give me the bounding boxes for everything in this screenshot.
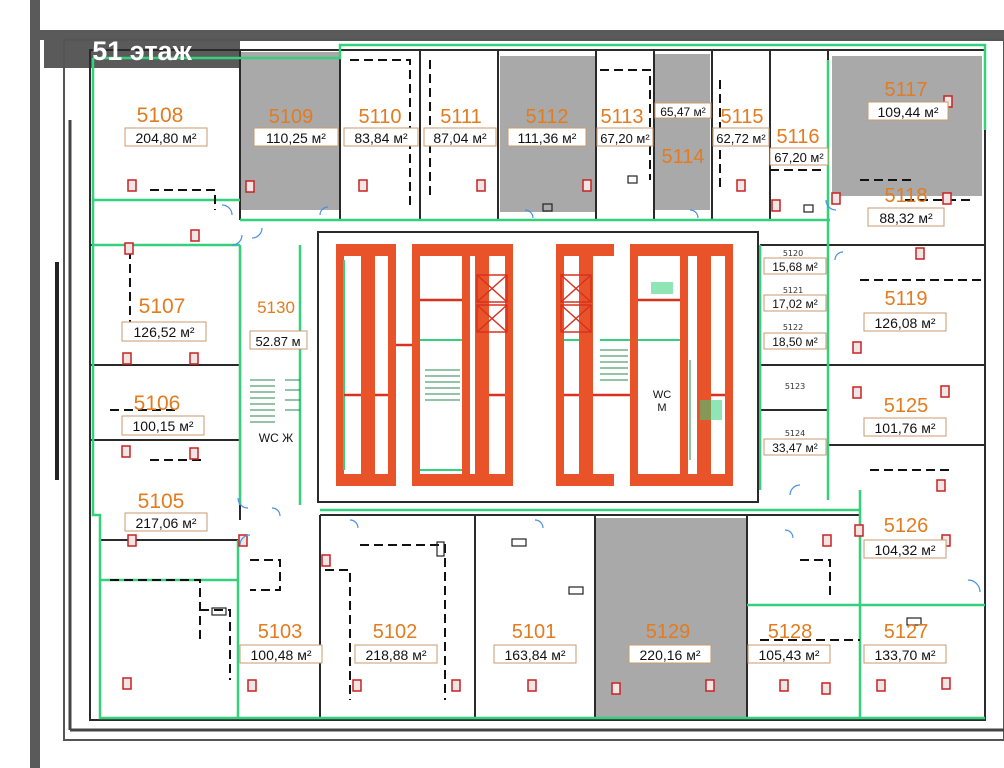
- unit-area: 18,50 м²: [772, 335, 818, 349]
- unit-number: 5111: [440, 106, 482, 128]
- unit-number: 5120: [783, 249, 803, 258]
- dashed-partitions: [110, 59, 985, 700]
- unit-number: 5119: [884, 288, 927, 310]
- unit-area: 104,32 м²: [875, 542, 936, 558]
- unit-number: 5122: [783, 323, 803, 332]
- unit-number: 5106: [134, 392, 181, 415]
- unit-area: 52.87 м: [255, 334, 300, 349]
- unit-area: 33,47 м²: [772, 441, 818, 455]
- unit-area: 62,72 м²: [716, 131, 766, 146]
- green-boundaries: [91, 43, 987, 720]
- unit-number: 5102: [373, 621, 418, 643]
- unit-area: 133,70 м²: [875, 647, 936, 663]
- unit-area: 217,06 м²: [136, 515, 197, 531]
- unit-area: 126,52 м²: [134, 324, 195, 340]
- unit-number: 5117: [884, 79, 927, 101]
- unit-area: 100,48 м²: [251, 647, 312, 663]
- unit-area: 67,20 м²: [774, 150, 824, 165]
- unit-area: 109,44 м²: [878, 104, 939, 120]
- wc-women-label: WC Ж: [259, 431, 293, 445]
- unit-number: 5115: [720, 106, 763, 128]
- unit-labels: 5108 204,80 м² 5109 110,25 м² 5110 83,84…: [121, 79, 949, 664]
- unit-number: 5114: [661, 146, 704, 168]
- unit-number: 5123: [785, 382, 805, 391]
- unit-number: 5109: [269, 106, 314, 128]
- wc-men-label: WC: [653, 389, 671, 401]
- unit-number: 5126: [884, 515, 929, 537]
- unit-number: 5113: [600, 106, 643, 128]
- unit-area: 17,02 м²: [772, 297, 818, 311]
- frame-top-bar: [40, 30, 1004, 40]
- unit-area: 220,16 м²: [640, 647, 701, 663]
- unit-number: 5105: [138, 490, 185, 513]
- unit-number: 5129: [646, 621, 691, 643]
- door-swings: [221, 199, 981, 593]
- wc-men-label-2: М: [657, 402, 666, 414]
- unit-area: 88,32 м²: [879, 210, 933, 226]
- floor-title: 51 этаж: [92, 36, 192, 66]
- unit-number: 5125: [884, 395, 929, 417]
- unit-number: 5128: [768, 621, 813, 643]
- unit-area: 110,25 м²: [266, 130, 326, 146]
- unit-area: 101,76 м²: [875, 420, 936, 436]
- unit-area: 204,80 м²: [136, 130, 197, 146]
- unit-area: 100,15 м²: [133, 418, 194, 434]
- unit-number: 5127: [884, 621, 929, 643]
- unit-number: 5112: [525, 106, 568, 128]
- unit-area: 67,20 м²: [600, 131, 650, 146]
- unit-area: 163,84 м²: [505, 647, 566, 663]
- unit-area: 218,88 м²: [366, 647, 427, 663]
- unit-area: 65,47 м²: [660, 105, 706, 119]
- building-core: [250, 231, 759, 503]
- unit-number: 5121: [783, 286, 803, 295]
- unit-number: 5116: [776, 126, 819, 148]
- unit-area: 87,04 м²: [433, 130, 487, 146]
- frame-left-bar: [30, 0, 40, 768]
- unit-number: 5124: [785, 429, 805, 438]
- unit-area: 105,43 м²: [759, 647, 820, 663]
- unit-number: 5107: [139, 295, 186, 318]
- unit-area: 83,84 м²: [354, 130, 408, 146]
- unit-number: 5101: [512, 621, 557, 643]
- unit-area: 111,36 м²: [518, 130, 577, 146]
- unit-area: 126,08 м²: [875, 315, 936, 331]
- unit-area: 15,68 м²: [772, 260, 818, 274]
- unit-number: 5110: [358, 106, 401, 128]
- unit-number: 5130: [257, 298, 295, 317]
- unit-number: 5108: [137, 104, 184, 127]
- unit-number: 5103: [258, 621, 303, 643]
- fixtures: [211, 175, 922, 626]
- unit-number: 5118: [884, 185, 927, 207]
